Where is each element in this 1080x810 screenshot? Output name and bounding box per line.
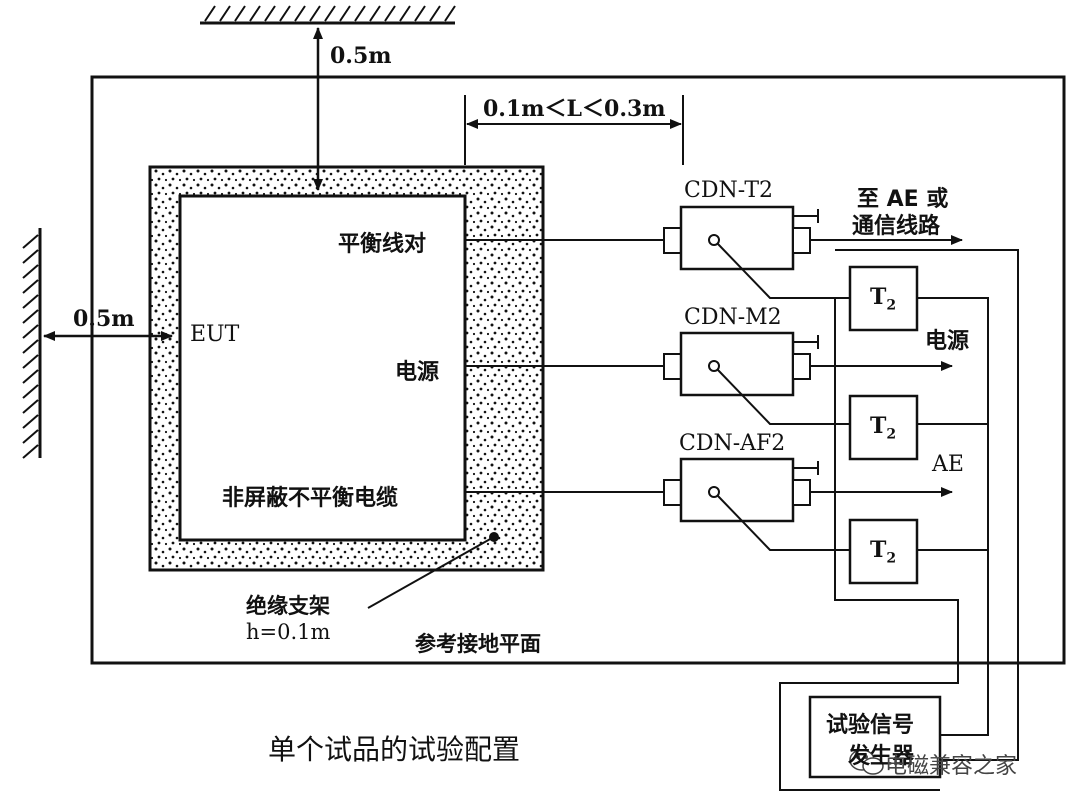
generator-label-line2: 发生器 [848,744,915,769]
cdn-m2-to-t2-link [717,369,850,425]
support-height-label: h=0.1m [246,620,331,644]
figure-caption: 单个试品的试验配置 [268,733,521,766]
ae-label: AE [932,452,964,477]
left-wall [22,228,42,459]
cdn-m2-device [663,331,819,397]
to-ae-label-line2: 通信线路 [852,214,941,239]
t2-box-top [848,265,919,332]
insulating-support-label: 绝缘支架 [246,594,330,618]
eut-box [178,194,467,542]
wechat-icon [849,749,884,775]
generator-label-line1: 试验信号 [826,713,915,738]
support-leader-line [367,537,493,609]
left-distance-label: 0.5m [73,306,135,332]
cdn-m2-label: CDN-M2 [684,305,782,330]
power-left-label: 电源 [395,360,440,385]
power-right-label: 电源 [925,329,970,354]
top-wall [200,5,456,25]
top-distance-label: 0.5m [330,43,392,69]
reference-ground-plane-label: 参考接地平面 [415,632,541,656]
t2-box-middle [848,394,919,461]
to-ae-label-line1: 至 AE 或 [857,187,949,212]
balanced-pair-label: 平衡线对 [338,232,427,257]
unshielded-cable-label: 非屏蔽不平衡电缆 [222,486,399,511]
cdn-af2-label: CDN-AF2 [679,431,786,456]
t2-label-top: T2 [870,284,897,314]
cdn-af2-to-t2-link [717,495,850,551]
cdn-t2-device [663,205,819,271]
reference-ground-plane-frame [90,75,1066,665]
length-range-label: 0.1m＜L＜0.3m [483,96,666,122]
cdn-t2-label: CDN-T2 [684,178,774,203]
t2-bus-wiring [779,249,1019,791]
t2-label-bottom: T2 [870,537,897,567]
cdn-af2-device [663,457,819,523]
length-dimension [464,95,684,165]
t2-label-middle: T2 [870,413,897,443]
t2-box-bottom [848,518,919,585]
watermark-text: 电磁兼容之家 [885,754,1018,779]
eut-label: EUT [190,322,240,347]
cdn-t2-to-t2-link [717,243,850,299]
